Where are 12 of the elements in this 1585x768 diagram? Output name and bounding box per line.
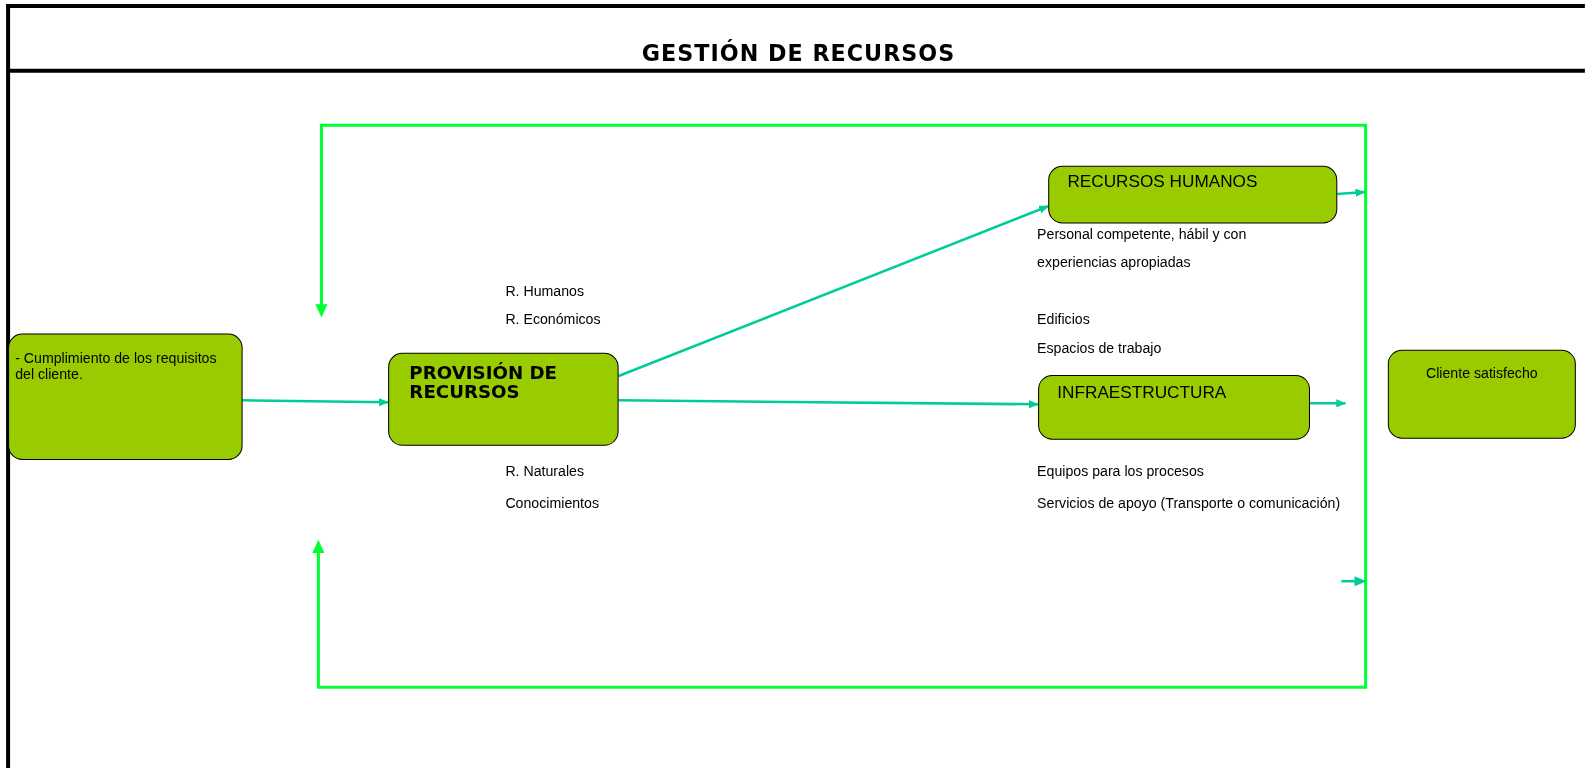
process-box: INFRAESTRUCTURA <box>1038 375 1310 440</box>
arrow <box>1337 188 1366 197</box>
process-box: PROVISIÓN DE RECURSOS <box>388 352 619 446</box>
arrow <box>618 399 1040 409</box>
process-box: Cliente satisfecho <box>1387 349 1576 439</box>
label-text: Personal competente, hábil y con experiencias apropiadas <box>1037 224 1248 272</box>
diagram-title: GESTIÓN DE RECURSOS <box>640 40 957 66</box>
process-box: - Cumplimiento de los requisitos del cliente. <box>8 333 243 460</box>
process-box: RECURSOS HUMANOS <box>1048 165 1338 224</box>
arrow <box>618 205 1050 378</box>
arrow <box>242 398 390 407</box>
arrow <box>1310 399 1347 408</box>
